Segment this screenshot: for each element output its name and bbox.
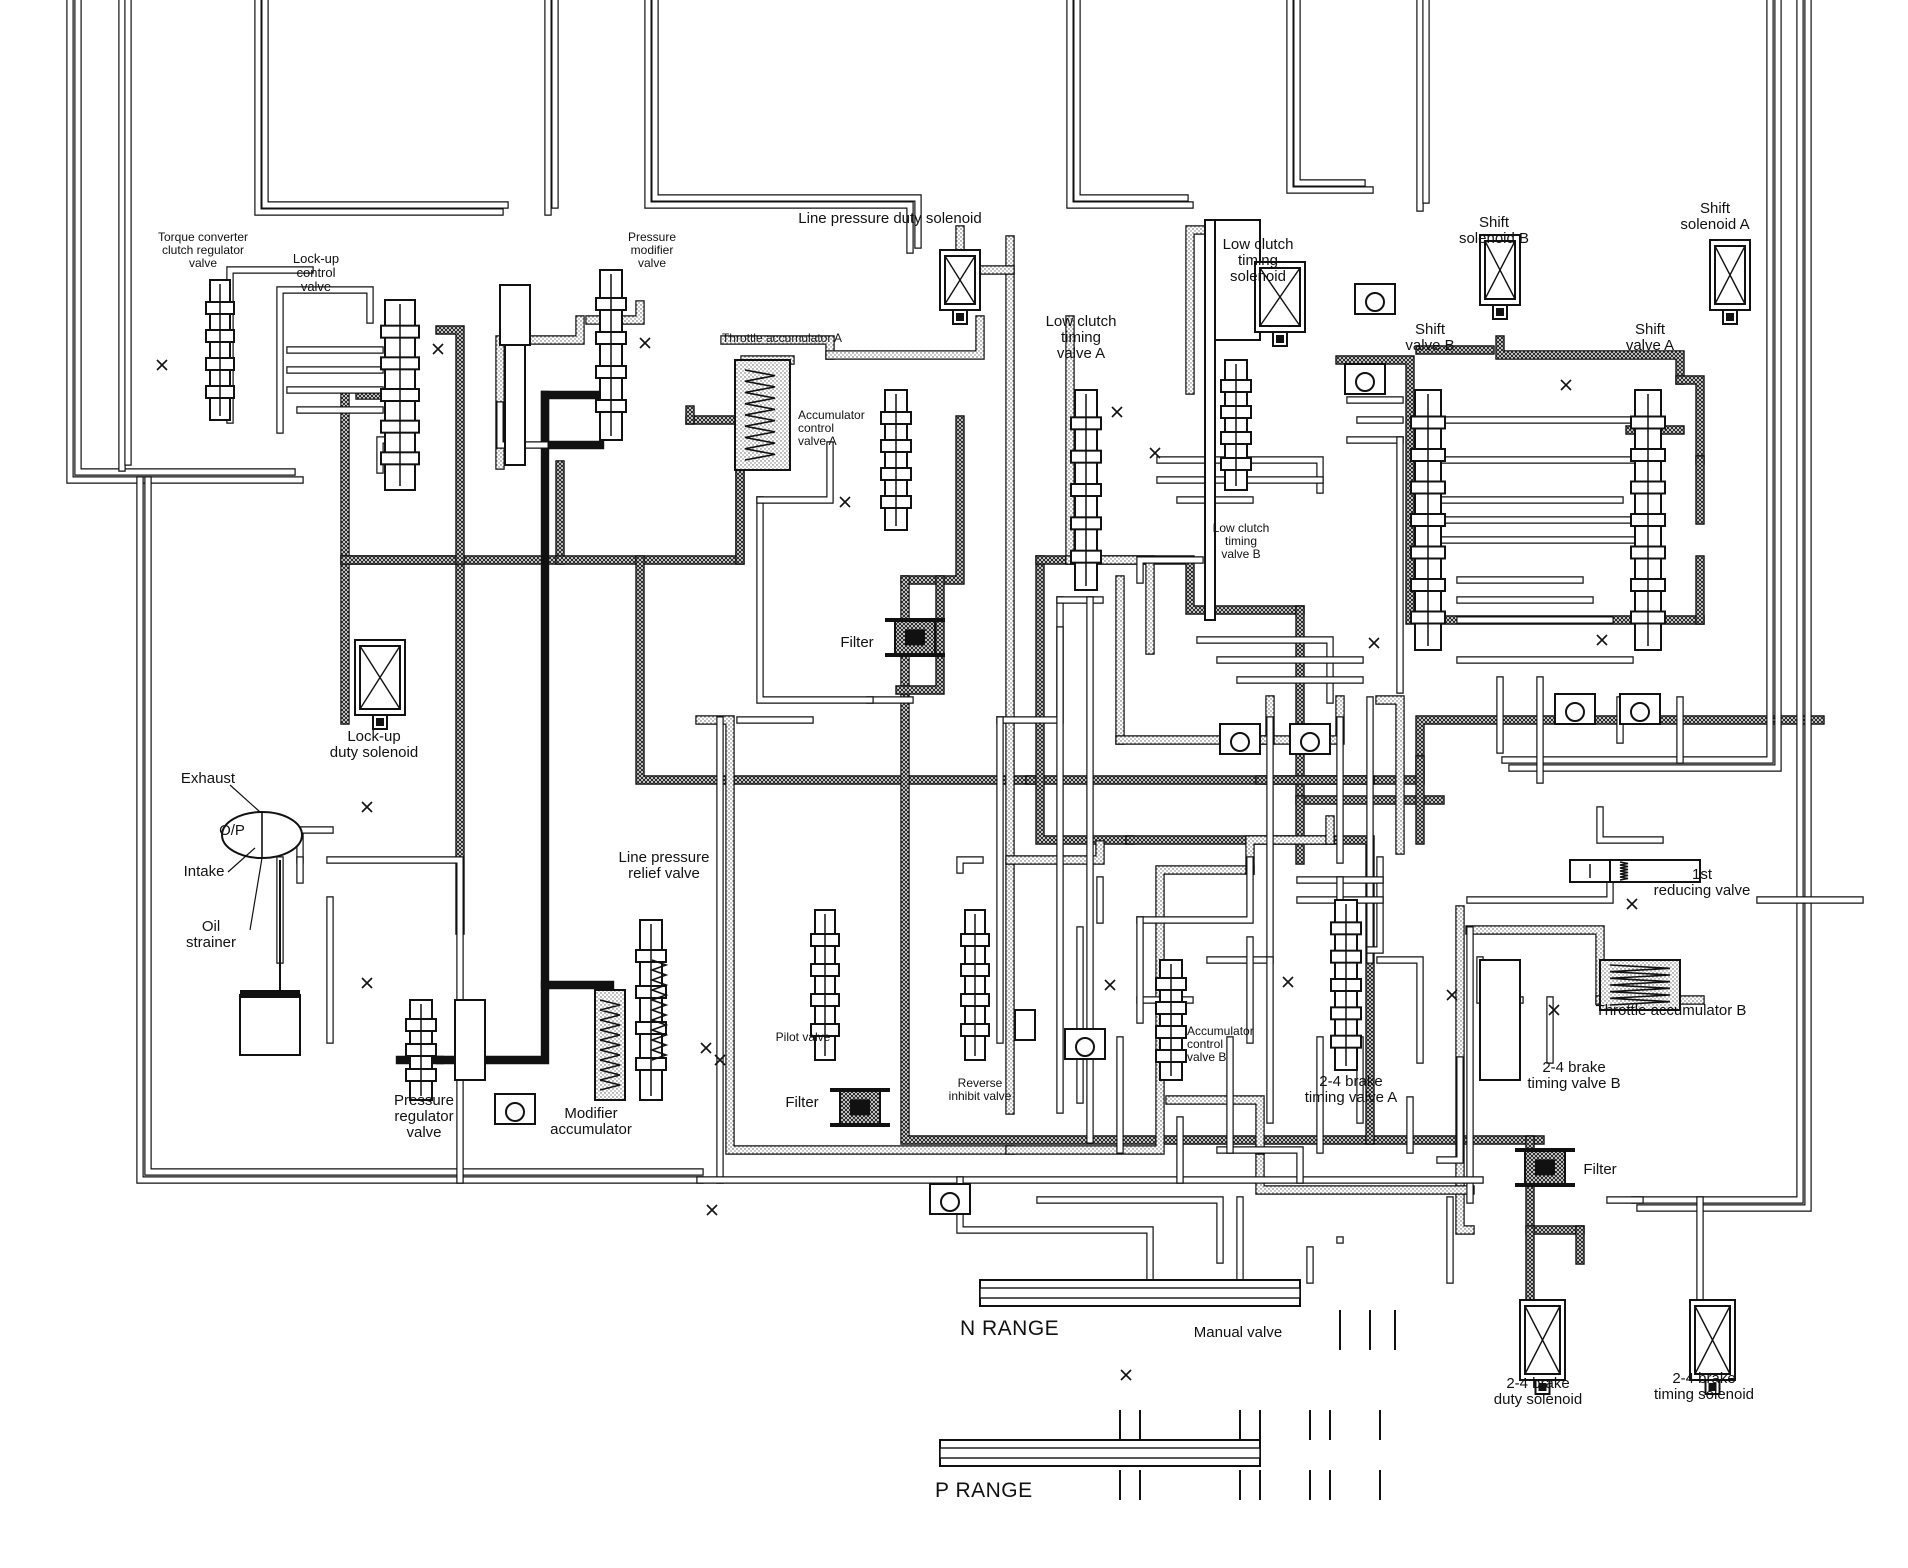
label-intake: Intake xyxy=(183,863,225,880)
label-2-4-brake-timing-valve-b: 2-4 brake timing valve B xyxy=(1527,1059,1621,1093)
label-op: O/P xyxy=(219,822,245,839)
label-filter-right: Filter xyxy=(1583,1161,1617,1178)
label-n-range: N RANGE xyxy=(960,1317,1060,1340)
label-exhaust: Exhaust xyxy=(180,770,236,787)
label-low-clutch-timing-valve-a: Low clutch timing valve A xyxy=(1045,313,1117,363)
label-throttle-accumulator-a: Throttle accumulator A xyxy=(721,331,843,345)
label-accumulator-control-valve-a: Accumulator control valve A xyxy=(798,408,865,448)
label-modifier-accumulator: Modifier accumulator xyxy=(550,1105,632,1139)
label-2-4-brake-timing-solenoid: 2-4 brake timing solenoid xyxy=(1653,1370,1755,1404)
label-torque-converter-clutch-regulator-valve: Torque converter clutch regulator valve xyxy=(157,230,249,270)
label-oil-strainer: Oil strainer xyxy=(185,918,237,952)
label-shift-valve-a: Shift valve A xyxy=(1625,321,1675,355)
label-throttle-accumulator-b: Throttle accumulator B xyxy=(1595,1002,1747,1019)
label-1st-reducing-valve: 1st reducing valve xyxy=(1653,866,1751,900)
label-pilot-valve: Pilot valve xyxy=(775,1030,831,1044)
label-2-4-brake-timing-valve-a: 2-4 brake timing valve A xyxy=(1304,1073,1398,1107)
drain-and-signal-passages xyxy=(66,0,1864,1304)
label-manual-valve: Manual valve xyxy=(1193,1324,1283,1341)
label-shift-valve-b: Shift valve B xyxy=(1405,321,1455,355)
label-shift-solenoid-b: Shift solenoid B xyxy=(1458,214,1530,248)
label-shift-solenoid-a: Shift solenoid A xyxy=(1680,200,1750,234)
label-pressure-regulator-valve: Pressure regulator valve xyxy=(393,1092,455,1142)
label-line-pressure-relief-valve: Line pressure relief valve xyxy=(618,849,710,883)
modifier-pressure-passages xyxy=(395,390,615,1065)
label-reverse-inhibit-valve: Reverse inhibit valve xyxy=(948,1076,1012,1103)
label-p-range: P RANGE xyxy=(935,1479,1033,1502)
label-filter-upper: Filter xyxy=(840,634,874,651)
label-2-4-brake-duty-solenoid: 2-4 brake duty solenoid xyxy=(1493,1375,1583,1409)
label-line-pressure-duty-solenoid: Line pressure duty solenoid xyxy=(798,210,982,227)
exhaust-markers xyxy=(156,337,1638,1381)
label-lock-up-control-valve: Lock-up control valve xyxy=(292,251,340,295)
label-lock-up-duty-solenoid: Lock-up duty solenoid xyxy=(329,728,419,762)
label-pressure-modifier-valve: Pressure modifier valve xyxy=(627,230,677,270)
label-low-clutch-timing-solenoid: Low clutch timing solenoid xyxy=(1222,236,1294,286)
label-filter-lower: Filter xyxy=(785,1094,819,1111)
label-low-clutch-timing-valve-b: Low clutch timing valve B xyxy=(1212,521,1270,561)
label-accumulator-control-valve-b: Accumulator control valve B xyxy=(1187,1024,1254,1064)
valve-components xyxy=(205,219,1751,1500)
